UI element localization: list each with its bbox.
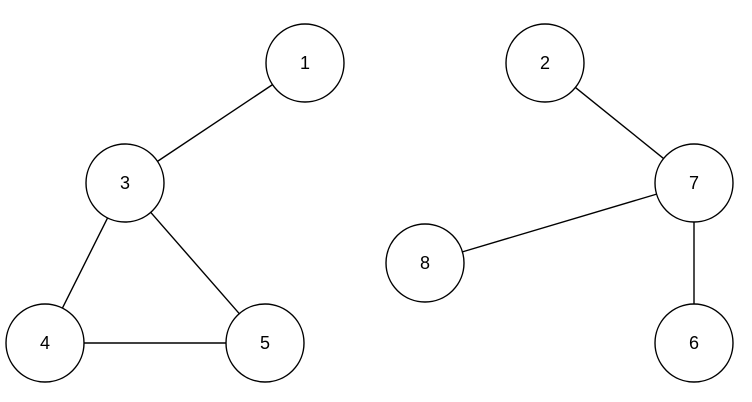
- node-label: 7: [689, 173, 699, 193]
- node-circle: [385, 223, 465, 303]
- node-8: 8: [385, 223, 465, 303]
- edge-3-5: [150, 211, 240, 315]
- node-label: 8: [420, 253, 430, 273]
- node-label: 1: [300, 53, 310, 73]
- node-3: 3: [85, 143, 165, 223]
- node-label: 4: [40, 333, 50, 353]
- node-circle: [654, 143, 734, 223]
- edge-1-3: [157, 84, 273, 162]
- edge-3-4: [61, 217, 109, 309]
- node-4: 4: [5, 303, 85, 383]
- node-label: 6: [689, 333, 699, 353]
- nodes-layer: 1 2 3 4 5 6 7 8: [5, 23, 734, 383]
- node-label: 3: [120, 173, 130, 193]
- node-circle: [5, 303, 85, 383]
- node-circle: [225, 303, 305, 383]
- edge-2-7: [574, 86, 665, 160]
- node-circle: [265, 23, 345, 103]
- node-6: 6: [654, 303, 734, 383]
- node-2: 2: [505, 23, 585, 103]
- edges-layer: [61, 84, 695, 344]
- node-label: 2: [540, 53, 550, 73]
- node-label: 5: [260, 333, 270, 353]
- edge-7-8: [462, 193, 657, 253]
- node-circle: [654, 303, 734, 383]
- node-7: 7: [654, 143, 734, 223]
- node-circle: [85, 143, 165, 223]
- node-1: 1: [265, 23, 345, 103]
- node-circle: [505, 23, 585, 103]
- node-5: 5: [225, 303, 305, 383]
